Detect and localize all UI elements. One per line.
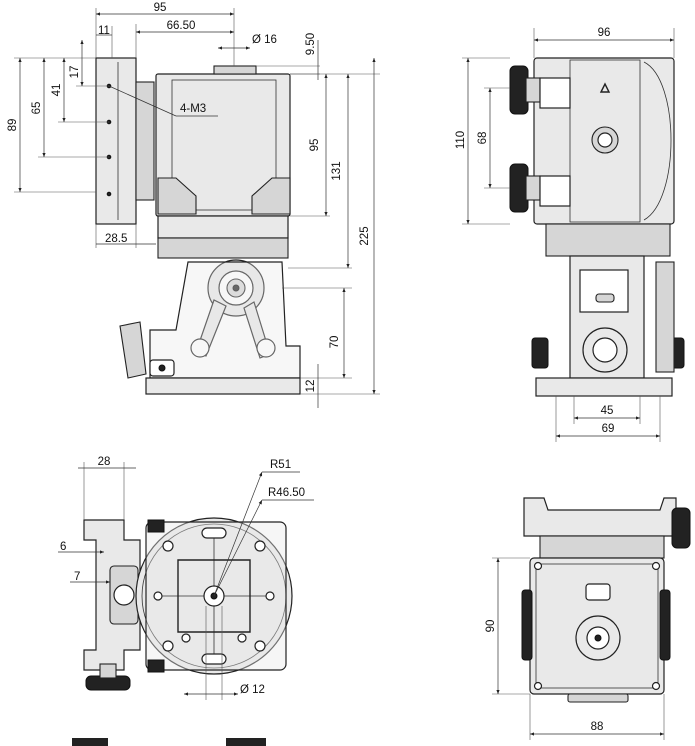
front-top-cap bbox=[213, 65, 257, 75]
dim-side-45: 45 bbox=[601, 405, 614, 417]
dim-front-225: 225 bbox=[359, 226, 371, 245]
side-knob-top bbox=[509, 65, 529, 115]
dim-bottom-r51: R51 bbox=[270, 459, 291, 471]
dim-side-110: 110 bbox=[455, 131, 467, 149]
dim-front-9-50: 9.50 bbox=[305, 33, 317, 55]
dim-side-69: 69 bbox=[602, 423, 615, 435]
dim-front-11: 11 bbox=[98, 25, 110, 37]
rear-center-hub bbox=[575, 615, 621, 661]
dim-front-4-m3: 4-M3 bbox=[180, 103, 206, 115]
dim-front-66-50: 66.50 bbox=[167, 20, 196, 32]
front-m3-holes bbox=[106, 83, 112, 197]
front-adapter bbox=[135, 81, 155, 201]
side-view: 96 110 68 45 69 bbox=[455, 27, 685, 442]
side-center-hole bbox=[591, 126, 619, 154]
bottom-edge-strip-left bbox=[72, 738, 108, 746]
front-base-lower bbox=[157, 237, 289, 259]
dim-front-131: 131 bbox=[331, 161, 343, 180]
rear-top-knob bbox=[671, 507, 691, 549]
bottom-view: 28 6 7 R51 R46.50 Ø 12 bbox=[58, 456, 314, 700]
dim-front-70: 70 bbox=[329, 336, 341, 349]
dim-side-68: 68 bbox=[477, 132, 489, 145]
dim-front-28-5: 28.5 bbox=[105, 233, 127, 245]
front-left-plate bbox=[95, 57, 137, 225]
dim-front-12: 12 bbox=[305, 380, 317, 393]
front-clamp-left bbox=[157, 177, 197, 215]
dim-front-width-95: 95 bbox=[154, 2, 167, 14]
side-triangle-mark bbox=[599, 82, 611, 93]
dim-bottom-7: 7 bbox=[74, 571, 80, 583]
rear-corner-holes bbox=[533, 561, 661, 691]
rear-window bbox=[585, 583, 611, 601]
dim-front-phi16: Ø 16 bbox=[252, 34, 277, 46]
dim-front-41: 41 bbox=[51, 84, 63, 97]
dim-rear-90: 90 bbox=[485, 620, 497, 633]
front-clamp-right bbox=[251, 177, 291, 215]
front-base-band bbox=[157, 215, 289, 239]
dim-bottom-phi12: Ø 12 bbox=[240, 684, 265, 696]
side-lower-knob bbox=[582, 327, 628, 373]
dim-front-17: 17 bbox=[69, 66, 81, 79]
rear-view: 90 88 bbox=[485, 497, 691, 740]
dim-front-95-h: 95 bbox=[309, 139, 321, 152]
dim-front-89: 89 bbox=[7, 119, 19, 132]
rear-band bbox=[539, 535, 665, 559]
side-knob-bottom bbox=[509, 163, 529, 213]
dim-bottom-r46-50: R46.50 bbox=[268, 487, 305, 499]
rear-top-plate bbox=[523, 497, 677, 537]
front-view: 95 66.50 11 Ø 16 9.50 89 65 41 17 4-M3 bbox=[7, 2, 380, 408]
dim-rear-88: 88 bbox=[591, 721, 604, 733]
dim-front-65: 65 bbox=[31, 102, 43, 115]
side-base-plate bbox=[535, 377, 673, 397]
dim-side-96: 96 bbox=[598, 27, 611, 39]
bottom-edge-strip-right bbox=[226, 738, 266, 746]
front-knob bbox=[207, 259, 265, 317]
dim-bottom-6: 6 bbox=[60, 541, 66, 553]
dim-bottom-28: 28 bbox=[98, 456, 111, 468]
front-base-plate bbox=[145, 377, 301, 395]
front-side-clamp bbox=[119, 321, 147, 379]
side-base-band bbox=[545, 223, 671, 257]
bottom-bolt-holes bbox=[153, 540, 275, 652]
